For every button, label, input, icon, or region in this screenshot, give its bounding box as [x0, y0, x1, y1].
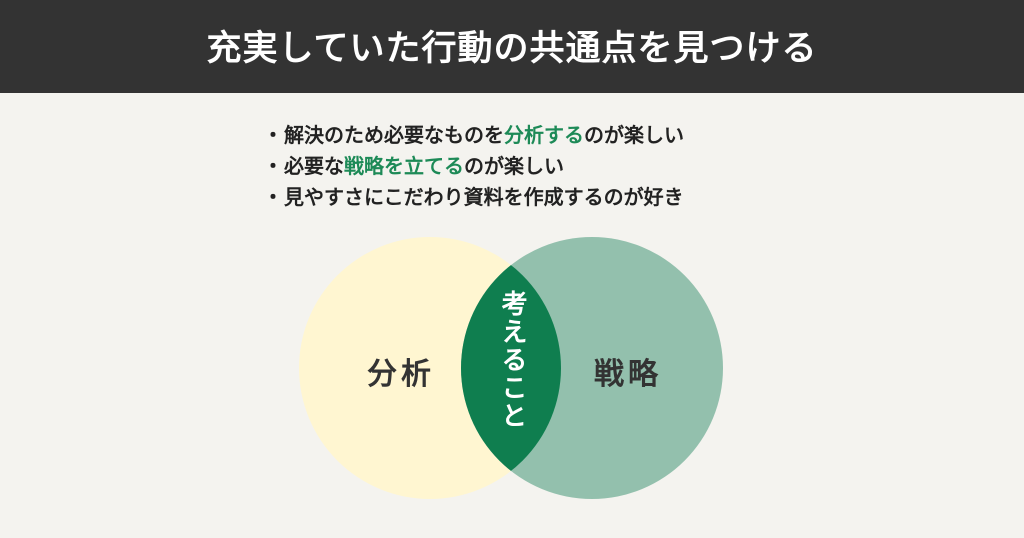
bullet-marker: ・ — [263, 154, 283, 178]
bullet-highlight: 分析する — [504, 123, 584, 147]
venn-intersection-label: 考えること — [497, 290, 527, 430]
page-title: 充実していた行動の共通点を見つける — [206, 29, 818, 69]
bullet-marker: ・ — [263, 123, 283, 147]
bullet-item: ・見やすさにこだわり資料を作成するのが好き — [262, 182, 684, 213]
bullet-item: ・必要な戦略を立てるのが楽しい — [262, 151, 684, 182]
venn-left-label: 分析 — [367, 357, 435, 392]
bullet-text: 必要な — [284, 154, 344, 178]
bullet-list: ・解決のため必要なものを分析するのが楽しい ・必要な戦略を立てるのが楽しい ・見… — [262, 120, 684, 213]
bullet-text: 見やすさにこだわり資料を作成するのが好き — [284, 185, 684, 209]
venn-right-label: 戦略 — [594, 357, 662, 392]
bullet-text: のが楽しい — [464, 154, 564, 178]
bullet-text: 解決のため必要なものを — [284, 123, 504, 147]
bullet-item: ・解決のため必要なものを分析するのが楽しい — [262, 120, 684, 151]
header-bar: 充実していた行動の共通点を見つける — [0, 0, 1024, 93]
venn-intersection — [461, 237, 561, 499]
bullet-highlight: 戦略を立てる — [344, 154, 464, 178]
bullet-marker: ・ — [263, 185, 283, 209]
bullet-text: のが楽しい — [584, 123, 684, 147]
